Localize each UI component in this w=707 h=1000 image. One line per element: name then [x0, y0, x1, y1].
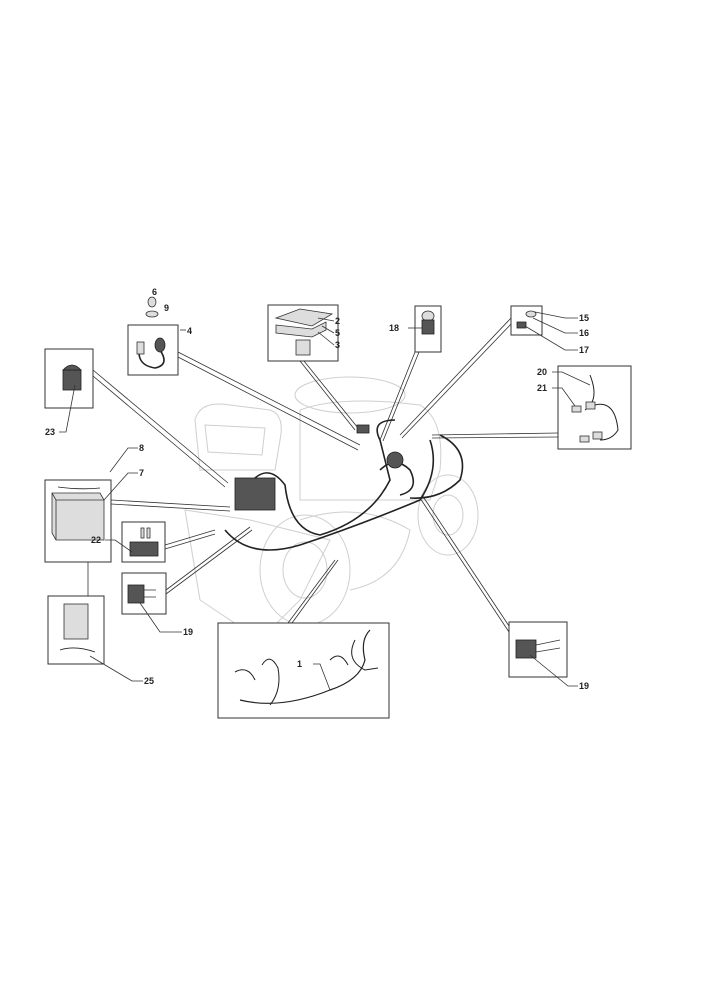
label-part-15: 15 — [579, 313, 589, 323]
box-charger — [47, 595, 105, 665]
label-part-8: 8 — [139, 443, 144, 453]
label-part-21: 21 — [537, 383, 547, 393]
part-labels: 6 9 4 23 8 7 22 19 25 2 5 3 18 15 16 17 … — [45, 287, 589, 691]
label-part-5: 5 — [335, 328, 340, 338]
label-part-22: 22 — [91, 535, 101, 545]
label-leaders — [59, 311, 591, 691]
central-harness — [224, 419, 464, 551]
label-part-20: 20 — [537, 367, 547, 377]
label-part-3: 3 — [335, 340, 340, 350]
box-harness-1 — [217, 622, 390, 719]
box-switch-23 — [44, 348, 94, 409]
label-part-2: 2 — [335, 316, 340, 326]
box-dashboard — [267, 304, 339, 362]
tractor-outline — [184, 376, 479, 641]
label-part-6: 6 — [152, 287, 157, 297]
label-part-16: 16 — [579, 328, 589, 338]
box-ignition-key — [127, 296, 179, 376]
box-switch-18 — [414, 305, 442, 353]
box-switch-19-left — [121, 572, 167, 615]
label-part-17: 17 — [579, 345, 589, 355]
box-relay-22 — [121, 521, 166, 563]
label-part-7: 7 — [139, 468, 144, 478]
label-part-25: 25 — [144, 676, 154, 686]
label-part-4: 4 — [187, 326, 192, 336]
key-nut — [145, 310, 159, 318]
box-switch-19-right — [508, 621, 568, 678]
battery-center — [234, 477, 276, 511]
label-part-19-left: 19 — [183, 627, 193, 637]
box-connector-15-17 — [510, 305, 543, 336]
label-part-1: 1 — [297, 659, 302, 669]
box-lights-20-21 — [557, 365, 632, 450]
box-battery — [44, 479, 112, 563]
key-cap — [147, 296, 157, 308]
label-part-18: 18 — [389, 323, 399, 333]
label-part-23: 23 — [45, 427, 55, 437]
label-part-19-right: 19 — [579, 681, 589, 691]
label-part-9: 9 — [164, 303, 169, 313]
